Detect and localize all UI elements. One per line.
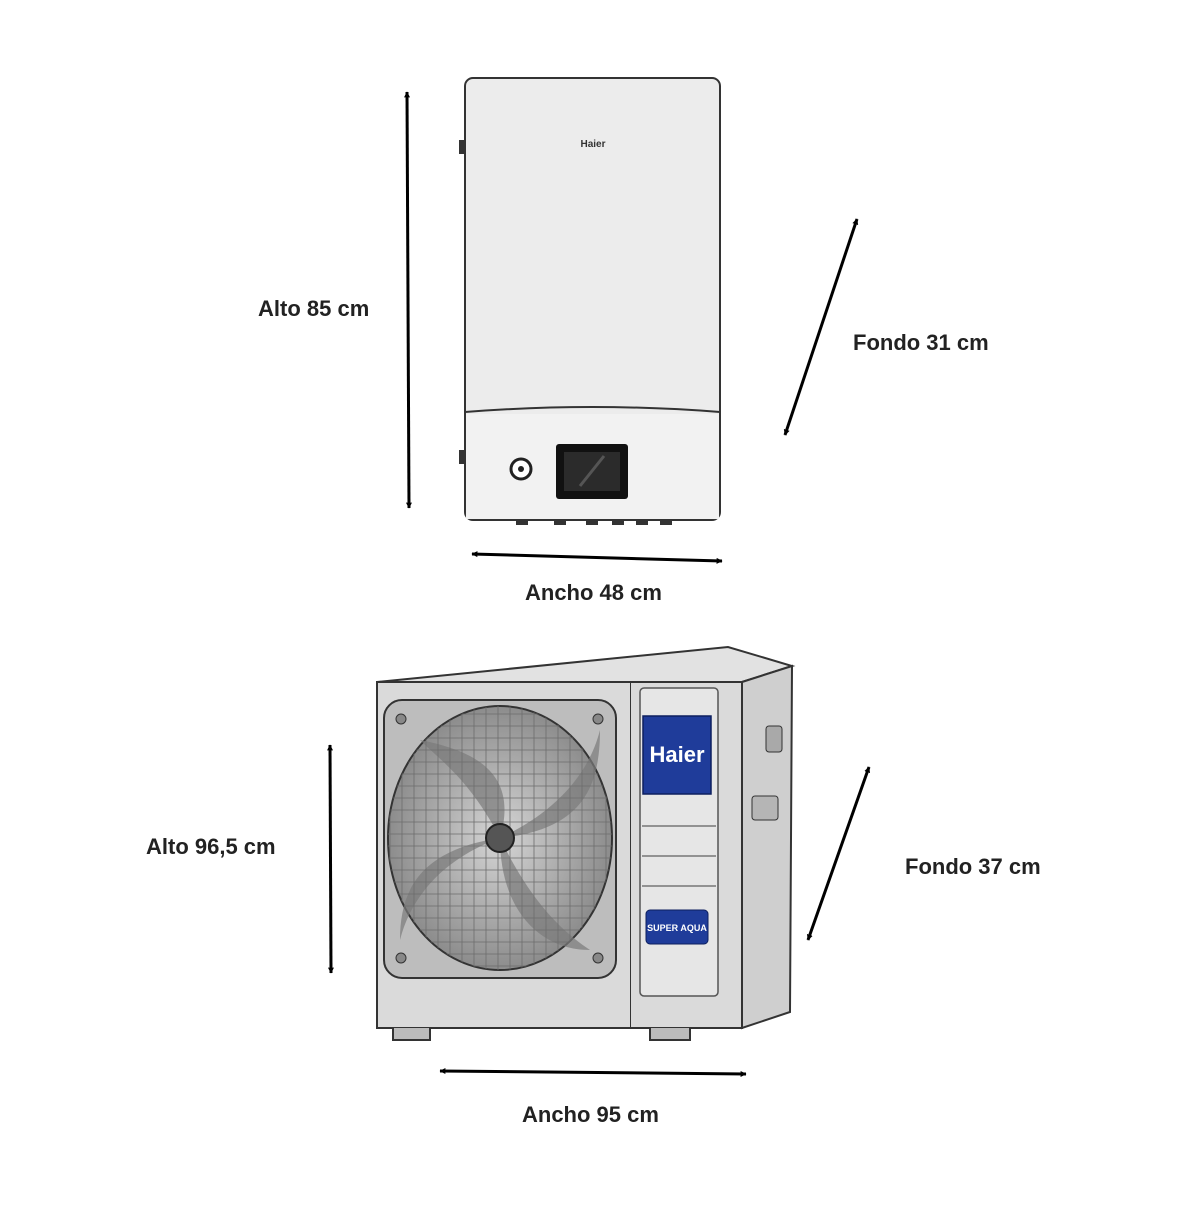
- outdoor-depth-arrow: [806, 766, 871, 941]
- pipe-connector: [516, 519, 528, 525]
- super-aqua-badge-text: SUPER AQUA: [647, 923, 707, 933]
- indoor-unit-side-latch: [459, 450, 465, 464]
- display-screen-reflection: [578, 455, 606, 487]
- outdoor-unit-side: [741, 664, 794, 1030]
- outdoor-width-label: Ancho 95 cm: [522, 1102, 659, 1127]
- indoor-unit: Haier: [459, 77, 721, 525]
- pipe-connector: [660, 519, 672, 525]
- unit-foot: [649, 1028, 691, 1041]
- haier-badge-logo: Haier: [649, 742, 704, 767]
- side-handle: [765, 725, 783, 753]
- indoor-width-label: Ancho 48 cm: [525, 580, 662, 605]
- side-valve-cover: [751, 795, 779, 821]
- outdoor-unit-top: [376, 645, 796, 683]
- outdoor-width-arrow: [439, 1068, 747, 1077]
- pipe-connector: [636, 519, 648, 525]
- screw-icon: [592, 952, 604, 964]
- pipe-connector: [612, 519, 624, 525]
- indoor-height-arrow: [404, 91, 412, 509]
- outdoor-height-arrow: [327, 744, 334, 974]
- screw-icon: [395, 713, 407, 725]
- unit-foot: [392, 1028, 431, 1041]
- panel-seam: [630, 682, 631, 1028]
- indoor-depth-label: Fondo 31 cm: [853, 330, 989, 355]
- indoor-brand-logo: Haier: [580, 139, 605, 150]
- indoor-unit-panel-divider: [464, 406, 721, 413]
- fan-hub: [485, 823, 515, 853]
- indoor-width-arrow: [471, 551, 723, 564]
- indoor-height-label: Alto 85 cm: [258, 296, 370, 321]
- screw-icon: [395, 952, 407, 964]
- haier-badge: [642, 715, 712, 795]
- pressure-gauge-needle: [518, 466, 524, 472]
- screw-icon: [592, 713, 604, 725]
- outdoor-depth-label: Fondo 37 cm: [905, 854, 1041, 879]
- outdoor-unit: Haier SUPER AQUA: [376, 645, 796, 1041]
- indoor-depth-arrow: [783, 218, 859, 436]
- indoor-unit-side-latch: [459, 140, 465, 154]
- outdoor-height-label: Alto 96,5 cm: [146, 834, 276, 859]
- pipe-connector: [554, 519, 566, 525]
- pipe-connector: [586, 519, 598, 525]
- super-aqua-badge: [645, 909, 709, 945]
